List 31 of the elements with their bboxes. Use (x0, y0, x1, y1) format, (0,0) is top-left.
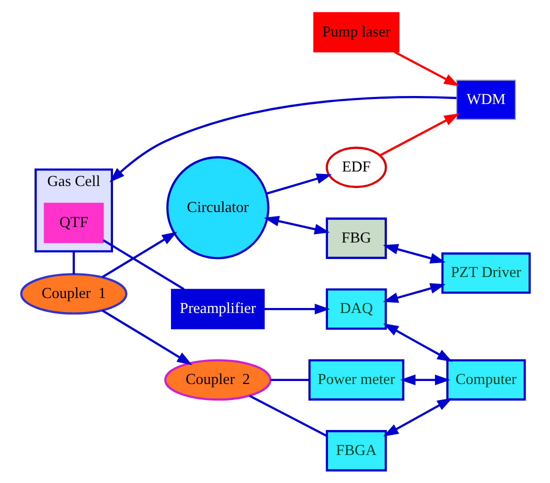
node-box: FBG (325, 218, 386, 259)
node-box: Power meter (308, 359, 404, 401)
arrow (382, 283, 446, 303)
node-ellipse: Coupler 2 (164, 359, 271, 401)
arrow (101, 232, 177, 278)
node-box: WDM (456, 80, 516, 120)
arrow (109, 96, 456, 182)
arrow (400, 374, 450, 386)
node-ellipse: Coupler 1 (20, 273, 127, 315)
arrow (382, 323, 452, 362)
connector (248, 394, 327, 437)
arrow (382, 398, 452, 436)
arrow (264, 304, 330, 314)
arrow (382, 244, 446, 264)
connector (72, 251, 74, 274)
node-box: QTF (43, 202, 104, 244)
arrow (394, 51, 459, 86)
arrow (265, 174, 332, 195)
arrow (263, 216, 330, 234)
arrow (101, 309, 192, 366)
node-box: PZT Driver (440, 252, 530, 294)
node-ellipse: EDF (325, 146, 386, 188)
node-box: Pump laser (312, 12, 399, 52)
connector (102, 239, 184, 290)
node-box: FBGA (325, 430, 386, 472)
arrow (379, 113, 459, 156)
node-box: Preamplifier (170, 288, 264, 330)
connector (270, 378, 309, 381)
node-circle: Circulator (166, 156, 269, 260)
node-box: DAQ (325, 288, 386, 330)
node-box: Computer (446, 359, 526, 401)
